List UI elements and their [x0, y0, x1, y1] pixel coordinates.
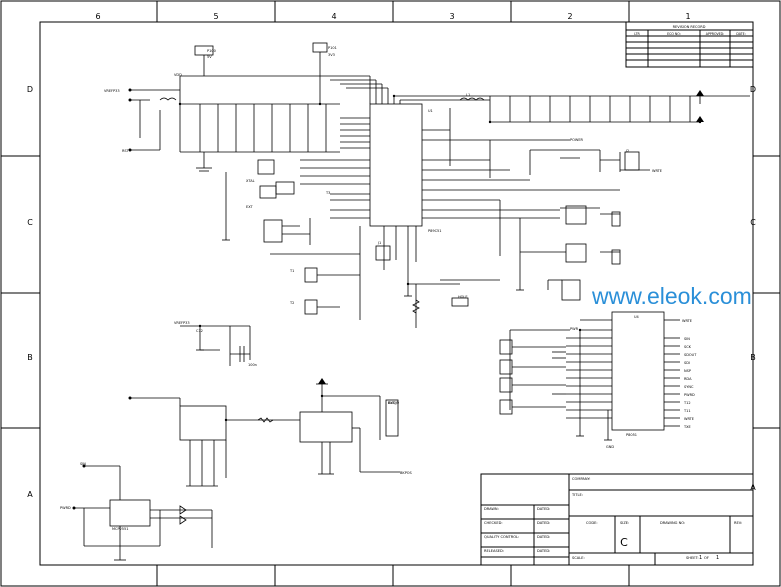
cap-value: 100n [248, 363, 257, 367]
size-label: SIZE: [620, 521, 629, 525]
ext-label: EXT [246, 205, 254, 209]
company-label: COMPANY: [572, 477, 591, 481]
watermark-text: www.eleok.com [591, 283, 752, 309]
zone-col-3: 3 [449, 12, 454, 21]
u1-label: U1 [428, 109, 433, 113]
rev-label: REV: [734, 521, 742, 525]
zone-row-b-right: B [750, 353, 756, 362]
u4-pin-11: WRTE [684, 417, 694, 421]
mid-connector-value: 3V3 [328, 53, 335, 57]
title-label: TITLE: [571, 493, 583, 497]
t3-label: T3 [325, 191, 330, 195]
revision-col-date: DATE: [736, 32, 745, 36]
component-marks [72, 88, 704, 510]
u4-pin-5: NSP [684, 369, 691, 373]
u4-net-label: WRTE [682, 319, 692, 323]
schematic-labels: VREFP33 P100 5V P101 3V3 U1 P89C51 L1 J1… [60, 46, 697, 531]
power-connector-top: P100 [207, 49, 216, 53]
drawn-date-label: DATED: [537, 507, 550, 511]
scale-label: SCALE: [572, 556, 585, 560]
t2-label: T2 [289, 301, 294, 305]
u4-pin-10: T11 [683, 409, 691, 413]
ret-label: WRTE [652, 169, 662, 173]
cap-label: C12 [196, 329, 203, 333]
pwrd-label: PWRD [60, 506, 71, 510]
u4-label: U4 [634, 315, 640, 319]
mid-connector: P101 [328, 46, 337, 50]
ext-connector: EXT_P [388, 401, 399, 405]
revision-col-ltr: LTR [634, 32, 640, 36]
u4-pin-8: PWRD [684, 393, 695, 397]
bottom-ic-part: MCP2551 [112, 527, 128, 531]
hole-label: HOLE [458, 295, 468, 299]
u1-part: P89C51 [428, 229, 441, 233]
plug-label: BUSIO [388, 401, 399, 405]
code-label: CODE: [586, 521, 598, 525]
u4-pin-6: RDA [684, 377, 692, 381]
xtal-label: XTAL [246, 179, 255, 183]
zone-row-d-right: D [750, 85, 756, 94]
zone-col-1: 1 [685, 12, 690, 21]
u4-pin-1: SIN [684, 337, 690, 341]
released-date-label: DATED: [537, 549, 550, 553]
revision-col-approved: APPROVED: [706, 32, 724, 36]
sheet-of-label: OF [704, 556, 709, 560]
zone-col-6: 6 [95, 12, 100, 21]
u4-pin-4: SDI [684, 361, 690, 365]
vdd-label: VDD [174, 73, 182, 77]
zone-col-2: 2 [567, 12, 572, 21]
quality-label: QUALITY CONTROL: [484, 535, 519, 539]
sheet-total: 1 [716, 555, 719, 561]
drawn-label: DRAWN: [484, 507, 499, 511]
quality-date-label: DATED: [537, 535, 550, 539]
title-block-text: COMPANY: TITLE: DRAWN: DATED: CHECKED: D… [484, 477, 742, 560]
u4-pin-2: SCK [684, 345, 692, 349]
u4-pin-12: TXE [683, 425, 691, 429]
checked-date-label: DATED: [537, 521, 550, 525]
revision-col-eco: ECO NO: [667, 32, 681, 36]
vrefp-label: VREFP33 [104, 89, 120, 93]
revision-table: REVISION RECORD LTR ECO NO: APPROVED: DA… [625, 21, 754, 68]
zone-row-b-left: B [27, 353, 33, 362]
title-block [480, 473, 754, 566]
drawing-no-label: DRAWING NO: [660, 521, 685, 525]
power-jack-label: POWER [570, 138, 584, 142]
ext-connector-value: BKPOS [400, 471, 413, 475]
sheet-label: SHEET: [686, 556, 699, 560]
power-connector-top-value: 5V [207, 55, 212, 59]
zone-col-4: 4 [331, 12, 336, 21]
ground-label: GND [606, 445, 614, 449]
l1-label: L1 [466, 93, 470, 97]
u4-part: P8051 [626, 433, 637, 437]
rst-label: RST [122, 149, 130, 153]
released-label: RELEASED: [484, 549, 504, 553]
size-value: C [620, 536, 628, 549]
j2-label: J2 [625, 149, 629, 153]
zone-row-c-left: C [27, 218, 33, 227]
u4-pin-3: SDOUT [684, 353, 697, 357]
schematic-wiring [74, 42, 750, 561]
signal-line-label: PWR [570, 327, 579, 331]
u4-pin-7: SYNC [684, 385, 694, 389]
t1-label: T1 [289, 269, 294, 273]
zone-row-a-left: A [27, 490, 33, 499]
checked-label: CHECKED: [484, 521, 503, 525]
zone-row-c-right: C [750, 218, 756, 227]
revision-title: REVISION RECORD [673, 25, 706, 29]
sheet-number: 1 [699, 555, 702, 561]
j1-label: J1 [377, 241, 381, 245]
zone-row-d-left: D [27, 85, 33, 94]
u4-pin-9: T12 [683, 401, 691, 405]
vref-label-2: VREFP33 [174, 321, 190, 325]
sin-label: SIN [80, 462, 86, 466]
zone-col-5: 5 [213, 12, 218, 21]
